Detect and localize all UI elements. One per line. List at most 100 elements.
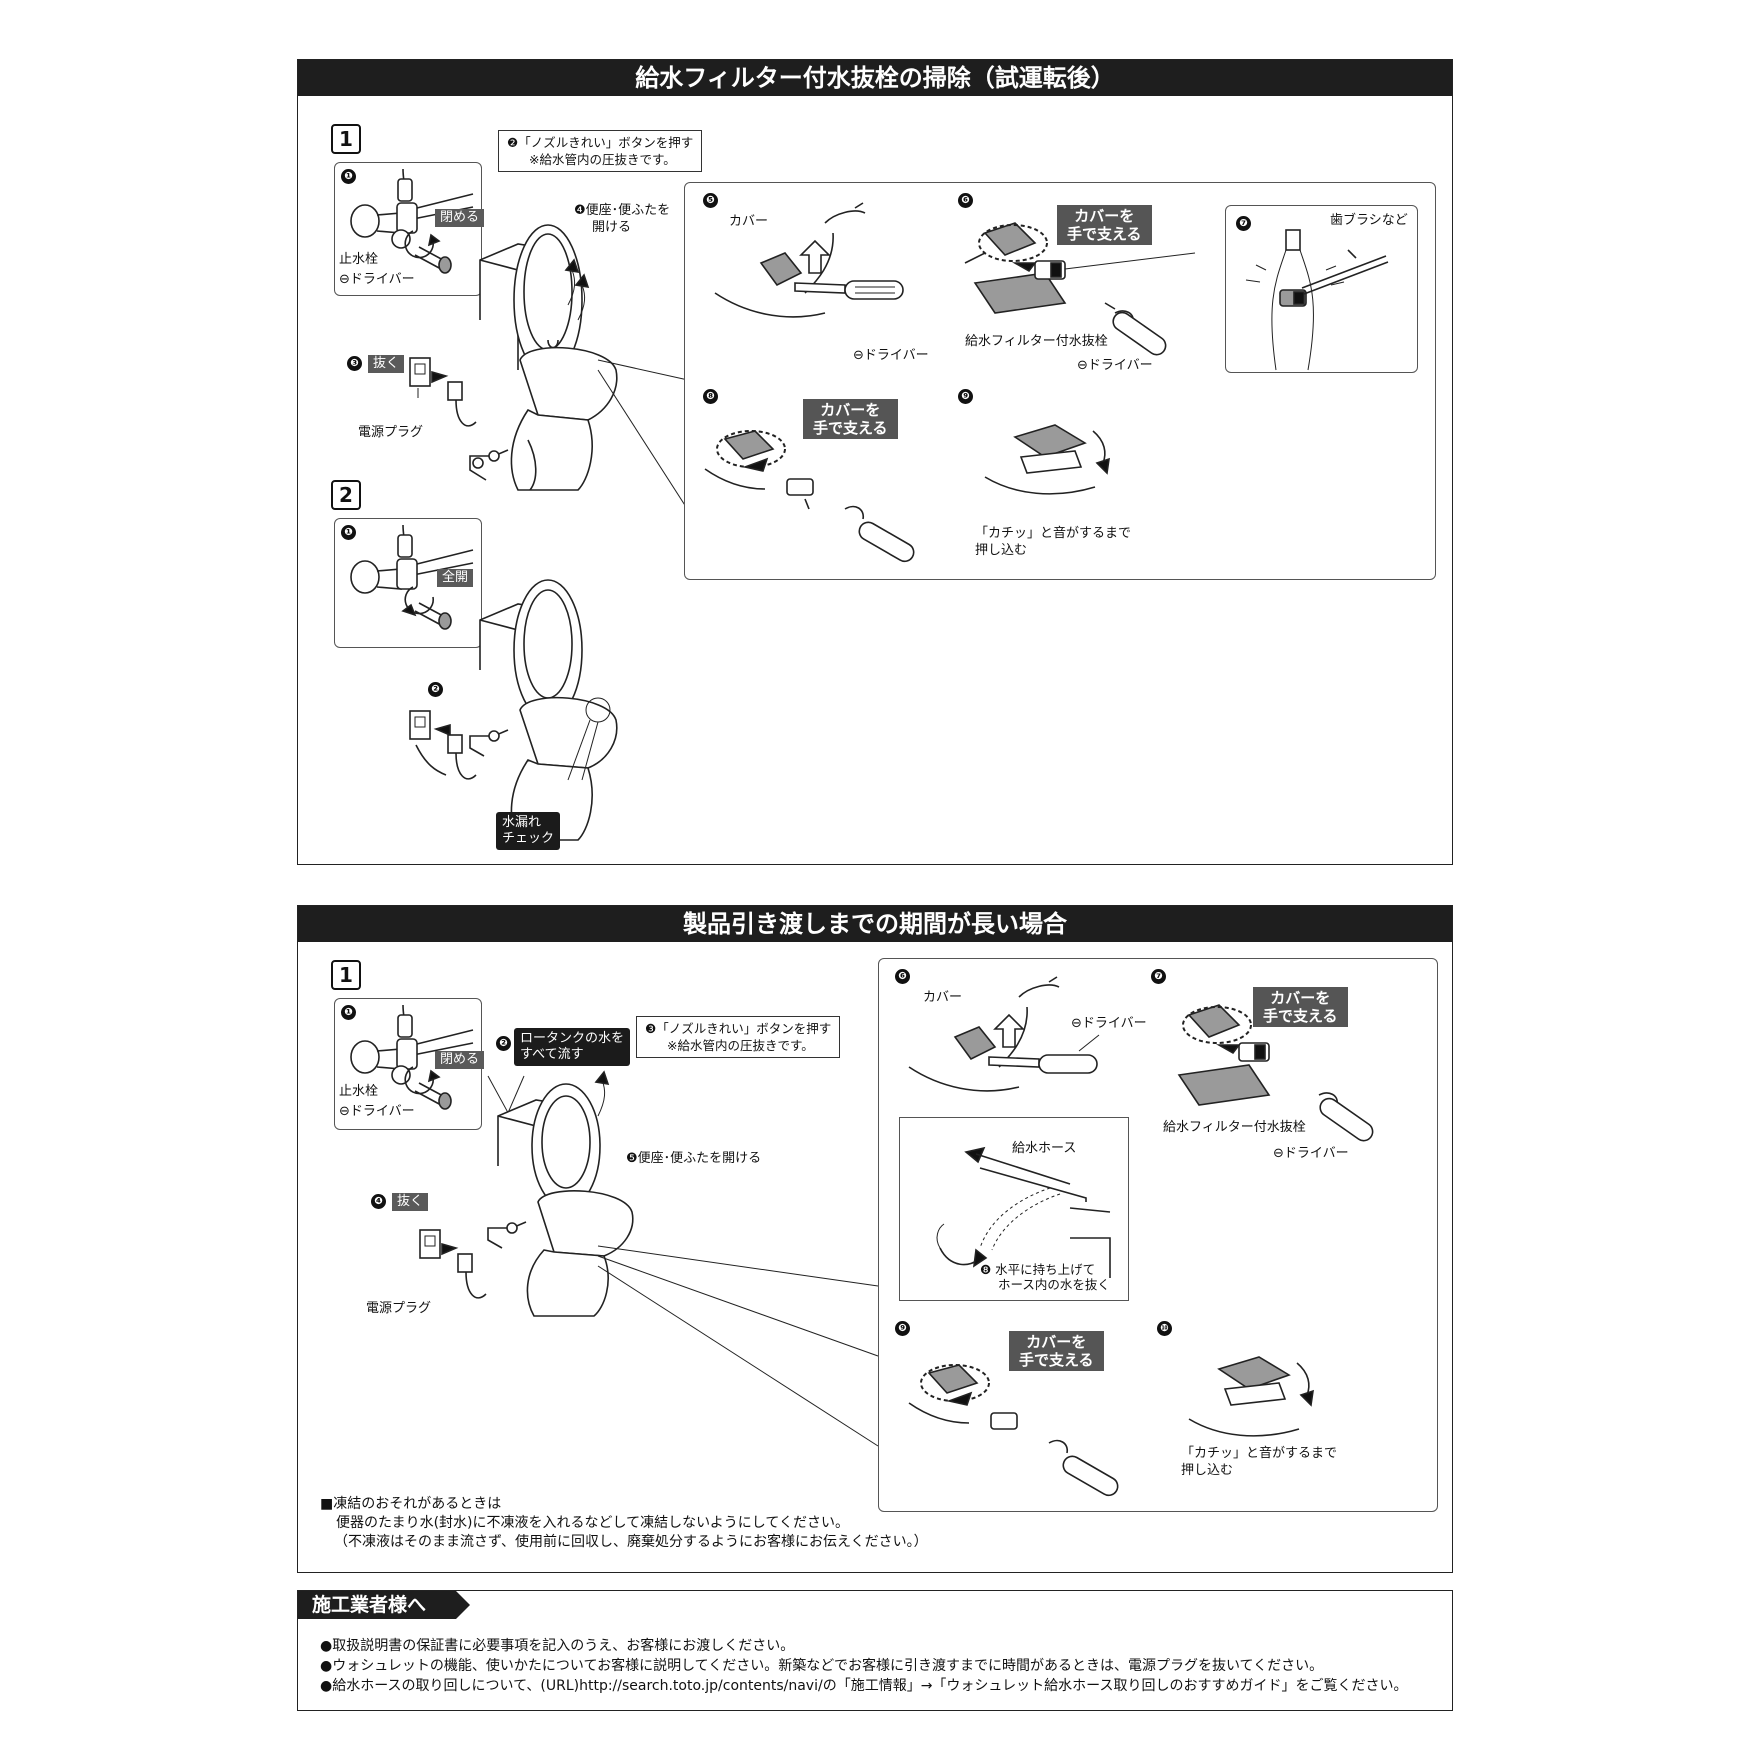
contractor-bullet-3: ●給水ホースの取り回しについて、(URL)http://search.toto.… bbox=[320, 1678, 1408, 1694]
callout-line-1: カバーを bbox=[820, 401, 881, 419]
tank-line-2: すべて流す bbox=[520, 1047, 584, 1062]
bullet-1-open: ❶ bbox=[341, 525, 356, 540]
open-seat-label: ❺便座･便ふたを開ける bbox=[626, 1151, 762, 1166]
step-10-num: ❿ bbox=[1157, 1321, 1172, 1336]
filter-valve-label-7: 給水フィルター付水抜栓 bbox=[1163, 1120, 1306, 1135]
note-line-2: ※給水管内の圧抜きです。 bbox=[529, 152, 676, 167]
support-cover-callout-7: カバーを 手で支える bbox=[1253, 987, 1348, 1027]
hose-drain-panel: 給水ホース ❽ 水平に持ち上げて ホース内の水を抜く bbox=[899, 1117, 1129, 1301]
freeze-note-line-2: 便器のたまり水(封水)に不凍液を入れるなどして凍結しないようにしてください。 bbox=[336, 1515, 849, 1531]
click-text-line-2: 押し込む bbox=[1181, 1463, 1234, 1478]
bullet-3: ❸ bbox=[347, 356, 362, 371]
step-number-1: 1 bbox=[331, 124, 361, 154]
step-9-num: ❾ bbox=[958, 389, 973, 404]
step-7-panel: ❼ 歯ブラシなど bbox=[1225, 205, 1418, 373]
toilet-illustration bbox=[469, 224, 618, 491]
note-line-1: ❸「ノズルきれい」ボタンを押す bbox=[645, 1021, 832, 1036]
callout-line-1: カバーを bbox=[1074, 207, 1135, 225]
callout-line-1: カバーを bbox=[1270, 989, 1331, 1007]
screwdriver-label-7: ⊖ドライバー bbox=[1273, 1146, 1349, 1161]
section-title: 製品引き渡しまでの期間が長い場合 bbox=[298, 906, 1452, 942]
drain-tank-label: ロータンクの水を すべて流す bbox=[514, 1028, 631, 1066]
section-title: 給水フィルター付水抜栓の掃除（試運転後） bbox=[298, 60, 1452, 96]
note-line-2: ※給水管内の圧抜きです。 bbox=[667, 1038, 814, 1053]
leak-line-2: チェック bbox=[502, 831, 555, 846]
nozzle-button-note: ❷「ノズルきれい」ボタンを押す ※給水管内の圧抜きです。 bbox=[498, 130, 703, 172]
nozzle-button-note: ❸「ノズルきれい」ボタンを押す ※給水管内の圧抜きです。 bbox=[636, 1016, 841, 1058]
lift-hose-text: ❽ 水平に持ち上げて ホース内の水を抜く bbox=[980, 1262, 1110, 1292]
open-seat-label: ❹便座･便ふたを 開ける bbox=[574, 202, 670, 236]
leader-lines bbox=[597, 359, 689, 511]
push-until-click-text: 「カチッ」と音がするまで 押し込む bbox=[1181, 1445, 1337, 1479]
leader-lines bbox=[597, 1245, 879, 1447]
valve-open-inset: ❶ 全開 bbox=[334, 518, 482, 648]
filter-cleaning-steps-panel: ❺ カバー ⊖ドライバー ❻ カバーを 手で支える bbox=[684, 182, 1436, 580]
power-plug-label: 電源プラグ bbox=[358, 425, 424, 440]
leak-check-label: 水漏れ チェック bbox=[496, 812, 561, 850]
support-cover-callout-6: カバーを 手で支える bbox=[1057, 205, 1152, 245]
supply-hose-label: 給水ホース bbox=[1012, 1141, 1077, 1156]
power-plug-illustration bbox=[419, 1229, 487, 1299]
screwdriver-label: ⊖ドライバー bbox=[339, 1104, 415, 1119]
valve-close-inset: ❶ 閉める 止水栓 ⊖ドライバー bbox=[334, 998, 485, 1130]
push-until-click-text: 「カチッ」と音がするまで 押し込む bbox=[975, 525, 1131, 559]
close-cover-illustration bbox=[1188, 1356, 1314, 1437]
click-text-line-2: 押し込む bbox=[975, 543, 1028, 558]
note-line-1: ❷「ノズルきれい」ボタンを押す bbox=[507, 135, 694, 150]
valve-close-inset: ❶ 閉める 止水栓 ⊖ドライバー bbox=[334, 162, 485, 296]
callout-line-2: 手で支える bbox=[813, 419, 888, 437]
section-for-contractors: 施工業者様へ ●取扱説明書の保証書に必要事項を記入のうえ、お客様にお渡しください… bbox=[297, 1590, 1453, 1711]
stop-valve-illustration bbox=[350, 168, 474, 274]
remove-cover-illustration bbox=[908, 976, 1100, 1092]
brush-cleaning-illustration bbox=[1245, 229, 1389, 371]
unplug-tag: 抜く bbox=[368, 355, 405, 373]
reinstall-filter-illustration bbox=[704, 430, 915, 563]
bullet-1: ❶ bbox=[341, 169, 356, 184]
open-seat-line-2: 開ける bbox=[592, 220, 632, 235]
screwdriver-label-6: ⊖ドライバー bbox=[1077, 358, 1153, 373]
leak-line-1: 水漏れ bbox=[502, 815, 542, 830]
screwdriver-label-5: ⊖ドライバー bbox=[853, 348, 929, 363]
contractor-title: 施工業者様へ bbox=[298, 1591, 471, 1619]
step-number-1: 1 bbox=[331, 960, 361, 990]
callout-line-1: カバーを bbox=[1026, 1333, 1087, 1351]
lift-text-line-1: ❽ 水平に持ち上げて bbox=[980, 1262, 1096, 1277]
filter-valve-label-6: 給水フィルター付水抜栓 bbox=[965, 334, 1108, 349]
step-6-num: ❻ bbox=[895, 969, 910, 984]
open-seat-line-1: ❹便座･便ふたを bbox=[574, 203, 671, 218]
cover-label: カバー bbox=[923, 990, 963, 1005]
reinstall-filter-illustration bbox=[908, 1364, 1119, 1497]
screwdriver-label: ⊖ドライバー bbox=[339, 272, 415, 287]
callout-line-2: 手で支える bbox=[1263, 1007, 1338, 1025]
click-text-line-1: 「カチッ」と音がするまで bbox=[975, 526, 1132, 541]
stop-valve-open-illustration bbox=[350, 524, 474, 630]
remove-filter-illustration bbox=[1177, 1004, 1374, 1142]
callout-line-2: 手で支える bbox=[1019, 1351, 1094, 1369]
freeze-note-heading: ■凍結のおそれがあるときは bbox=[320, 1496, 502, 1512]
contractor-bullet-1: ●取扱説明書の保証書に必要事項を記入のうえ、お客様にお渡しください。 bbox=[320, 1638, 795, 1654]
click-text-line-1: 「カチッ」と音がするまで bbox=[1181, 1446, 1338, 1461]
stop-valve-illustration bbox=[350, 1004, 474, 1110]
bullet-4: ❹ bbox=[371, 1194, 386, 1209]
close-tag: 閉める bbox=[435, 209, 485, 227]
power-plug-illustration bbox=[409, 357, 477, 427]
remove-cover-illustration bbox=[714, 202, 904, 318]
stop-valve-label: 止水栓 bbox=[339, 1084, 379, 1099]
bullet-2: ❷ bbox=[496, 1036, 511, 1051]
step-7-num: ❼ bbox=[1151, 969, 1166, 984]
power-plug-label: 電源プラグ bbox=[366, 1301, 432, 1316]
close-tag: 閉める bbox=[435, 1051, 485, 1069]
step-6-num: ❻ bbox=[958, 193, 973, 208]
screwdriver-label-6: ⊖ドライバー bbox=[1071, 1016, 1147, 1031]
callout-line-2: 手で支える bbox=[1067, 225, 1142, 243]
contractor-bullet-2: ●ウォシュレットの機能、使いかたについてお客様に説明してください。新築などでお客… bbox=[320, 1658, 1324, 1674]
toothbrush-label: 歯ブラシなど bbox=[1330, 213, 1408, 228]
cover-label: カバー bbox=[729, 214, 769, 229]
step-5-num: ❺ bbox=[703, 193, 718, 208]
bullet-1: ❶ bbox=[341, 1005, 356, 1020]
section-water-filter-cleaning: 給水フィルター付水抜栓の掃除（試運転後） 1 ❶ 閉める 止水栓 ⊖ドライバー … bbox=[297, 59, 1453, 865]
step-number-2: 2 bbox=[331, 480, 361, 510]
lift-text-line-2: ホース内の水を抜く bbox=[998, 1277, 1110, 1292]
step-8-num: ❽ bbox=[703, 389, 718, 404]
close-cover-illustration bbox=[984, 424, 1110, 495]
